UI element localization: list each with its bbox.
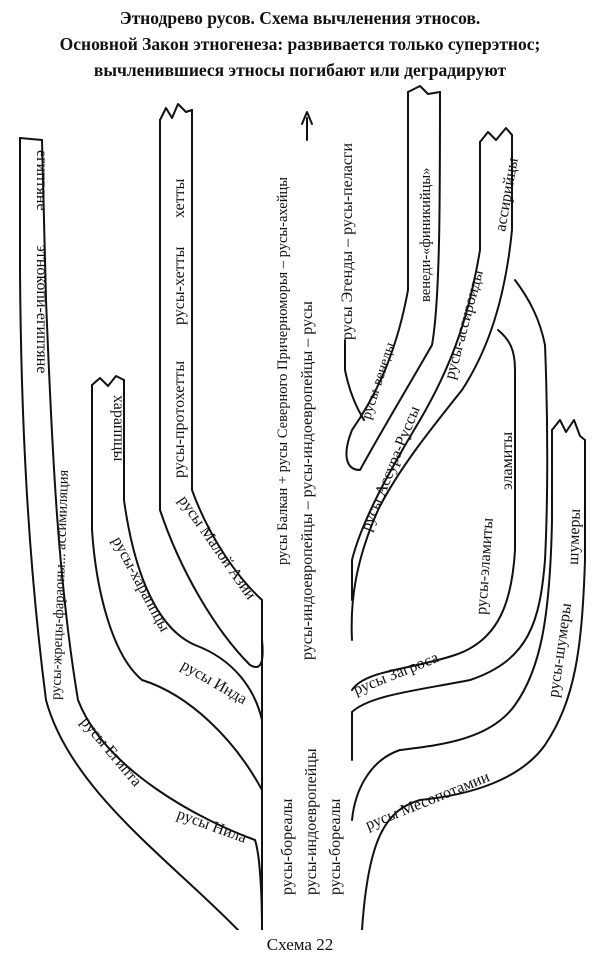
label-rus-nile: русы Нила [175, 806, 249, 847]
label-rus-elamites: русы-эламиты [473, 517, 497, 615]
label-harappans: хараппцы [110, 395, 127, 461]
elamite-branch-outer [351, 279, 549, 761]
label-rus-mesopotamia: русы Месопотамии [363, 768, 492, 833]
sumerian-branch-inner [351, 429, 553, 821]
veneti-branch-outer [345, 91, 441, 471]
label-hittites: хетты [171, 178, 188, 218]
label-rus-zagros: русы Загроса [351, 649, 441, 699]
ethno-tree-diagram: египтяне этнокопи-египтяне русы-жрецы-фа… [19, 85, 586, 930]
label-rus-veneti: русы-венеды [359, 340, 399, 421]
label-rus-indus: русы Инда [178, 657, 250, 708]
label-rus-asia-minor: русы Малой Азии [175, 493, 260, 604]
label-ethnocopy: этнокопи-египтяне [33, 245, 50, 373]
aegean-branch [344, 339, 365, 421]
egypt-branch-top [19, 137, 43, 141]
up-arrow-head [301, 111, 313, 125]
hittite-branch-top [159, 103, 193, 121]
label-rus-assyroids: русы-ассироиды [441, 268, 487, 381]
label-rus-hittites: русы-хетты [171, 246, 188, 325]
egypt-branch-outer [19, 137, 239, 930]
label-elamites: эламиты [499, 432, 516, 490]
title-line-2: Основной Закон этногенеза: развивается т… [59, 34, 541, 54]
label-rus-assura: русы Ассура-Руссы [358, 404, 424, 534]
assyrian-branch-inner [350, 134, 513, 641]
label-center-3: русы Эгенды – русы-пеласги [339, 143, 356, 340]
caption: Схема 22 [266, 935, 334, 954]
assyrian-branch-outer [351, 141, 481, 601]
indus-branch-top [91, 375, 125, 387]
label-rus-protohittites: русы-протохетты [171, 361, 188, 478]
label-center-4a: русы-бореалы [279, 798, 296, 895]
indus-branch-outer [91, 384, 263, 841]
sumerian-branch-top [551, 419, 586, 441]
label-veneti-phoen: венеди-«финикийцы» [418, 168, 434, 302]
label-center-4b: русы-индоевропейцы [303, 748, 320, 895]
label-rus-harappans: русы-хараппцы [108, 534, 173, 635]
egypt-branch-inner [41, 139, 263, 930]
hittite-branch-inner [191, 109, 263, 601]
elamite-branch-inner [351, 329, 516, 691]
assyrian-branch-top [479, 127, 513, 143]
label-priests: русы-жрецы-фараоны... ассимиляция [48, 469, 72, 700]
title-line-1: Этнодрево русов. Схема вычленения этносо… [119, 8, 481, 28]
sumerian-branch-outer [361, 439, 586, 930]
label-center-2: русы-индоевропейцы – русы-индоевропейцы … [299, 301, 316, 660]
label-center-4c: русы-бореалы [327, 798, 344, 895]
title-line-3: вычленившиеся этносы погибают или деград… [93, 60, 507, 80]
label-center-1: русы Балкан + русы Северного Причерномор… [275, 177, 291, 565]
veneti-branch-top [407, 85, 441, 95]
label-sumerians: шумеры [565, 508, 584, 565]
label-egyptians: египтяне [33, 150, 50, 211]
label-assyrians: ассирийцы [492, 156, 522, 232]
indus-branch-inner [123, 379, 263, 721]
